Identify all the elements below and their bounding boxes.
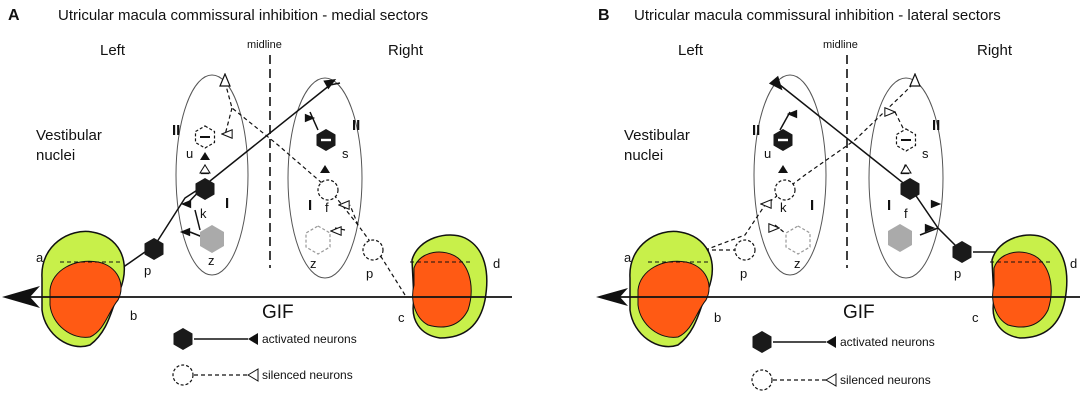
panel-a-left-roman-two: II [172, 122, 180, 139]
panel-a-neuron-z [200, 225, 224, 253]
panel-b-label-k: k [780, 200, 787, 215]
panel-b-silenced-pathway [704, 81, 916, 251]
panel-a-neuron-s [316, 129, 336, 151]
panel-b-label-s: s [922, 146, 929, 161]
panel-b-left-label: Left [678, 42, 704, 59]
panel-a-right-nucleus [287, 77, 363, 279]
panel-b-neuron-z-right [888, 224, 912, 252]
panel-a-right-label: Right [388, 42, 424, 59]
panel-a-neuron-f [317, 179, 339, 201]
panel-b-gif-label: GIF [843, 302, 875, 323]
panel-b-legend-silenced: silenced neurons [840, 373, 931, 387]
panel-b-right-roman-one: I [887, 197, 891, 214]
panel-a-neuron-p-left [144, 238, 164, 260]
panel-a-legend-silenced: silenced neurons [262, 368, 353, 382]
panel-a-title: Utricular macula commissural inhibition … [58, 7, 428, 24]
panel-a-label-c: c [398, 310, 405, 325]
panel-b-right-macula [990, 234, 1068, 339]
panel-b-legend-silenced-icon [751, 369, 773, 391]
panel-b-neuron-k [774, 179, 796, 201]
panel-a: A Utricular macula commissural inhibitio… [2, 7, 512, 386]
panel-b-midline-label: midline [823, 39, 858, 51]
panel-b-left-roman-one: I [810, 197, 814, 214]
panel-b-label-b: b [714, 310, 721, 325]
panel-a-label-p-right: p [366, 266, 373, 281]
panel-b-left-roman-two: II [752, 122, 760, 139]
panel-b-gif-arrowhead [596, 288, 628, 306]
panel-b-label-c: c [972, 310, 979, 325]
panel-a-gif-label: GIF [262, 302, 294, 323]
panel-a-neuron-u [194, 125, 216, 149]
panel-b-right-label: Right [977, 42, 1013, 59]
panel-a-label-u: u [186, 146, 193, 161]
panel-a-left-nucleus [175, 74, 249, 276]
panel-a-left-macula [41, 230, 125, 348]
panel-a-neuron-p-right [362, 239, 384, 261]
panel-b-vestibular-label: Vestibular [624, 127, 690, 144]
panel-b-label-z: z [794, 256, 801, 271]
panel-a-midline-label: midline [247, 39, 282, 51]
panel-b-neuron-z [785, 225, 811, 255]
panel-a-label-d: d [493, 256, 500, 271]
panel-b-left-nucleus [753, 74, 827, 276]
panel-a-right-roman-one: I [308, 197, 312, 214]
panel-b-title: Utricular macula commissural inhibition … [634, 7, 1001, 24]
panel-a-label-a: a [36, 250, 44, 265]
panel-a-label-b: b [130, 308, 137, 323]
panel-b-neuron-u [773, 129, 793, 151]
panel-a-label-k: k [200, 206, 207, 221]
panel-a-label-s: s [342, 146, 349, 161]
panel-b-neuron-p-left [734, 239, 756, 261]
panel-a-left-label: Left [100, 42, 126, 59]
panel-b: B Utricular macula commissural inhibitio… [596, 7, 1080, 391]
panel-a-active-pathway [111, 84, 331, 276]
panel-a-right-macula [410, 234, 488, 339]
panel-b-label-p-left: p [740, 266, 747, 281]
panel-a-label-z: z [208, 253, 215, 268]
panel-a-label-f: f [325, 200, 329, 215]
panel-a-legend-silenced-icon [172, 364, 194, 386]
panel-b-label-d: d [1070, 256, 1077, 271]
panel-a-neuron-k [195, 178, 215, 200]
panel-a-label-p-left: p [144, 263, 151, 278]
panel-a-legend-active-icon [173, 328, 193, 350]
panel-b-right-roman-two: II [932, 117, 940, 134]
panel-a-legend-activated: activated neurons [262, 332, 357, 346]
panel-b-right-nucleus [868, 77, 944, 279]
panel-b-legend-active-icon [752, 331, 772, 353]
panel-b-label-p-right: p [954, 266, 961, 281]
panel-a-vestibular-label: Vestibular [36, 127, 102, 144]
panel-a-letter: A [8, 7, 20, 24]
panel-b-label-u: u [764, 146, 771, 161]
panel-b-label-a: a [624, 250, 632, 265]
panel-b-letter: B [598, 7, 610, 24]
panel-b-nuclei-label: nuclei [624, 147, 663, 164]
panel-a-right-roman-two: II [352, 117, 360, 134]
panel-a-nuclei-label: nuclei [36, 147, 75, 164]
panel-b-label-f: f [904, 206, 908, 221]
panel-b-legend-activated: activated neurons [840, 335, 935, 349]
panel-b-neuron-s [895, 128, 917, 152]
panel-a-label-z-right: z [310, 256, 317, 271]
panel-a-left-roman-one: I [225, 195, 229, 212]
panel-a-neuron-z-right [305, 225, 331, 255]
panel-b-active-pathway [779, 84, 963, 253]
panel-b-left-macula [629, 230, 713, 348]
panel-a-gif-arrowhead [2, 286, 40, 308]
